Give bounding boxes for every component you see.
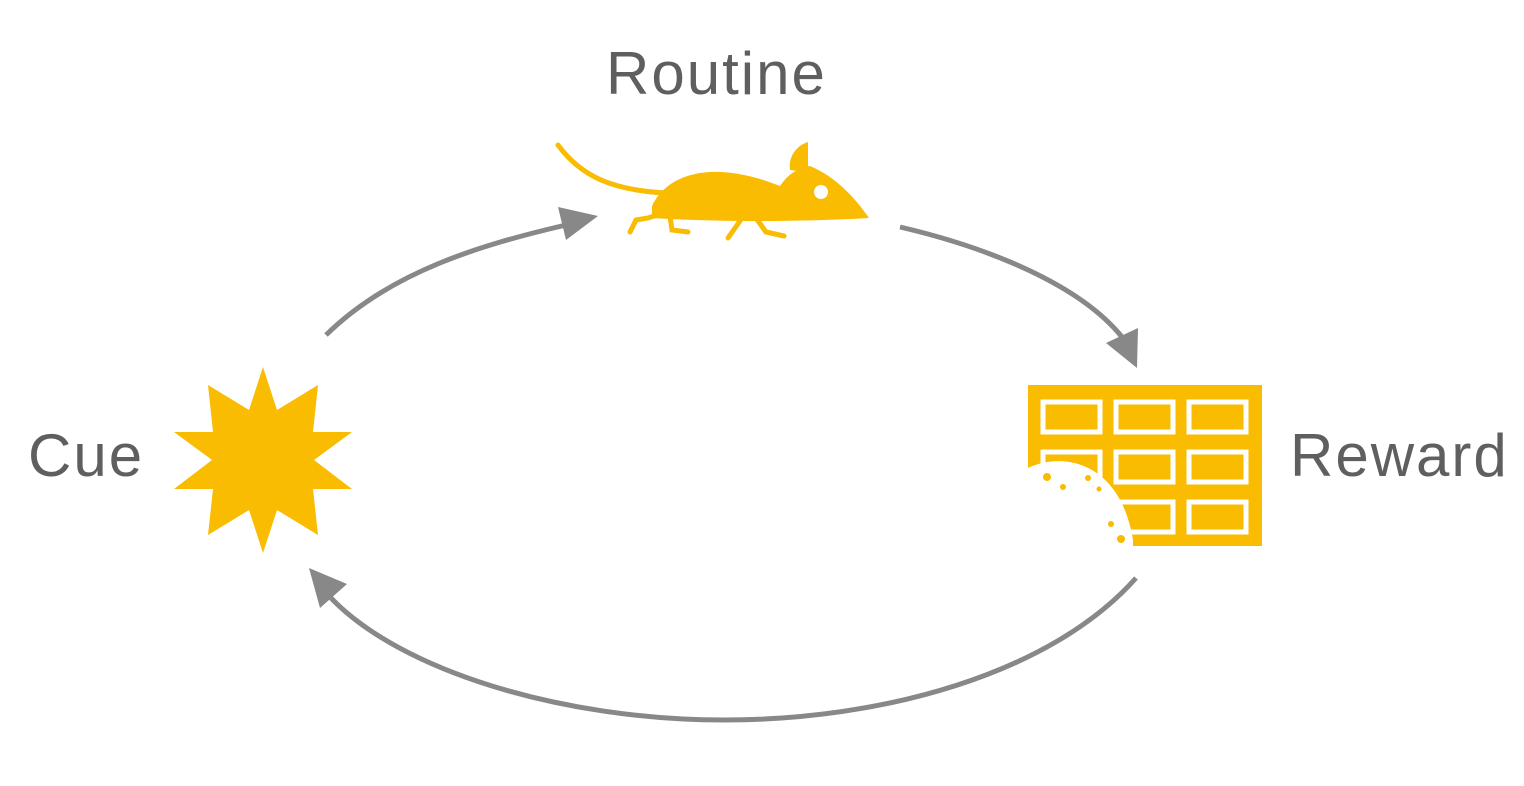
cue-label: Cue [28,422,145,489]
arrow-routine-to-reward [899,224,1138,368]
starburst-icon [174,367,352,553]
reward-label: Reward [1290,422,1509,489]
mouse-icon [555,142,869,241]
chocolate-bar-icon [1020,385,1262,560]
routine-label: Routine [606,40,827,107]
arrow-cue-to-routine [324,207,598,337]
arrow-reward-to-cue [309,568,1138,723]
